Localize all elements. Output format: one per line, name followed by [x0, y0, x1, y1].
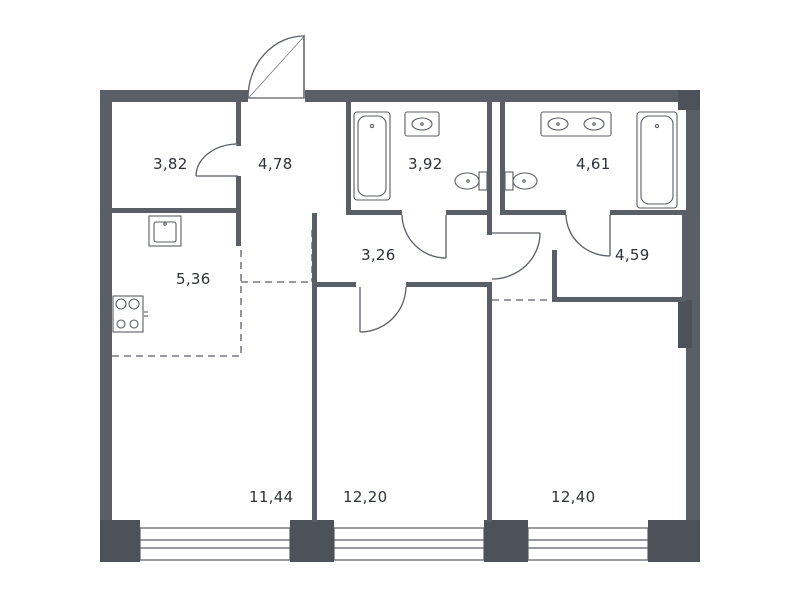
- wall-wardrobe-left: [552, 250, 557, 302]
- wall-left: [100, 90, 112, 562]
- wall-bath-1-bottom-left: [346, 210, 402, 215]
- room-area-bedroom-1: 12,20: [343, 488, 387, 506]
- toilet-icon: [504, 171, 514, 191]
- wall-storage-right-upper: [236, 102, 241, 146]
- wall-bedroom-1-top-right: [406, 282, 492, 287]
- wall-bath-1-right: [487, 102, 492, 215]
- pillar-bottom-mid-right: [484, 520, 528, 562]
- room-area-hallway: 4,78: [258, 155, 293, 173]
- wall-bedroom-1-left: [312, 282, 317, 522]
- room-area-bath-1: 3,92: [408, 155, 443, 173]
- corner-pillar-top-right: [678, 90, 700, 110]
- wall-wardrobe-right: [682, 215, 686, 302]
- wall-storage-right-lower: [236, 176, 241, 213]
- room-labels: 3,82 4,78 3,92 4,61 3,26 4,59 5,36 11,44…: [153, 155, 650, 506]
- column-right: [678, 300, 692, 348]
- wall-corridor-right-stub: [487, 215, 492, 235]
- pillar-bottom-mid-left: [290, 520, 334, 562]
- window-bedroom-2: [527, 527, 649, 561]
- bath-2-door-swing: [565, 214, 611, 257]
- wall-wardrobe-bottom: [552, 297, 686, 302]
- pillar-bottom-right: [648, 520, 700, 562]
- room-area-kitchen: 5,36: [176, 270, 211, 288]
- window-living: [139, 527, 291, 561]
- doors: [195, 34, 611, 333]
- zone-separators: [112, 230, 552, 357]
- wall-top-left: [100, 90, 248, 102]
- room-area-bedroom-2: 12,40: [551, 488, 595, 506]
- wall-bath-1-bottom-right: [446, 210, 492, 215]
- wall-storage-bottom: [112, 208, 238, 213]
- room-area-living: 11,44: [249, 488, 293, 506]
- wall-bedroom-1-right: [487, 282, 492, 522]
- fixtures: [112, 111, 678, 333]
- room-area-bath-2: 4,61: [576, 155, 611, 173]
- room-area-storage: 3,82: [153, 155, 188, 173]
- interior-walls: [112, 102, 686, 522]
- wall-bath-2-left: [500, 102, 505, 215]
- wall-bath-1-left: [346, 102, 351, 214]
- wall-top-right: [305, 90, 700, 102]
- window-bedroom-1: [333, 527, 485, 561]
- room-area-corridor: 3,26: [361, 246, 396, 264]
- wall-bath-2-bottom-right: [610, 210, 686, 215]
- wall-kitchen-right: [236, 213, 241, 246]
- wall-corridor-left: [312, 213, 317, 283]
- entrance-door-swing: [247, 35, 305, 99]
- bedroom-2-door-swing: [491, 232, 541, 280]
- wall-bedroom-1-top-left: [312, 282, 356, 287]
- wall-bath-2-bottom-left: [500, 210, 566, 215]
- room-area-wardrobe: 4,59: [615, 246, 650, 264]
- outer-walls: [100, 90, 700, 562]
- pillar-bottom-left: [100, 520, 140, 562]
- wall-right: [686, 90, 700, 562]
- bedroom-1-door-swing: [359, 286, 407, 333]
- toilet-icon: [478, 171, 488, 191]
- bath-1-door-swing: [401, 214, 447, 259]
- storage-door-swing: [195, 143, 239, 177]
- windows: [139, 527, 649, 561]
